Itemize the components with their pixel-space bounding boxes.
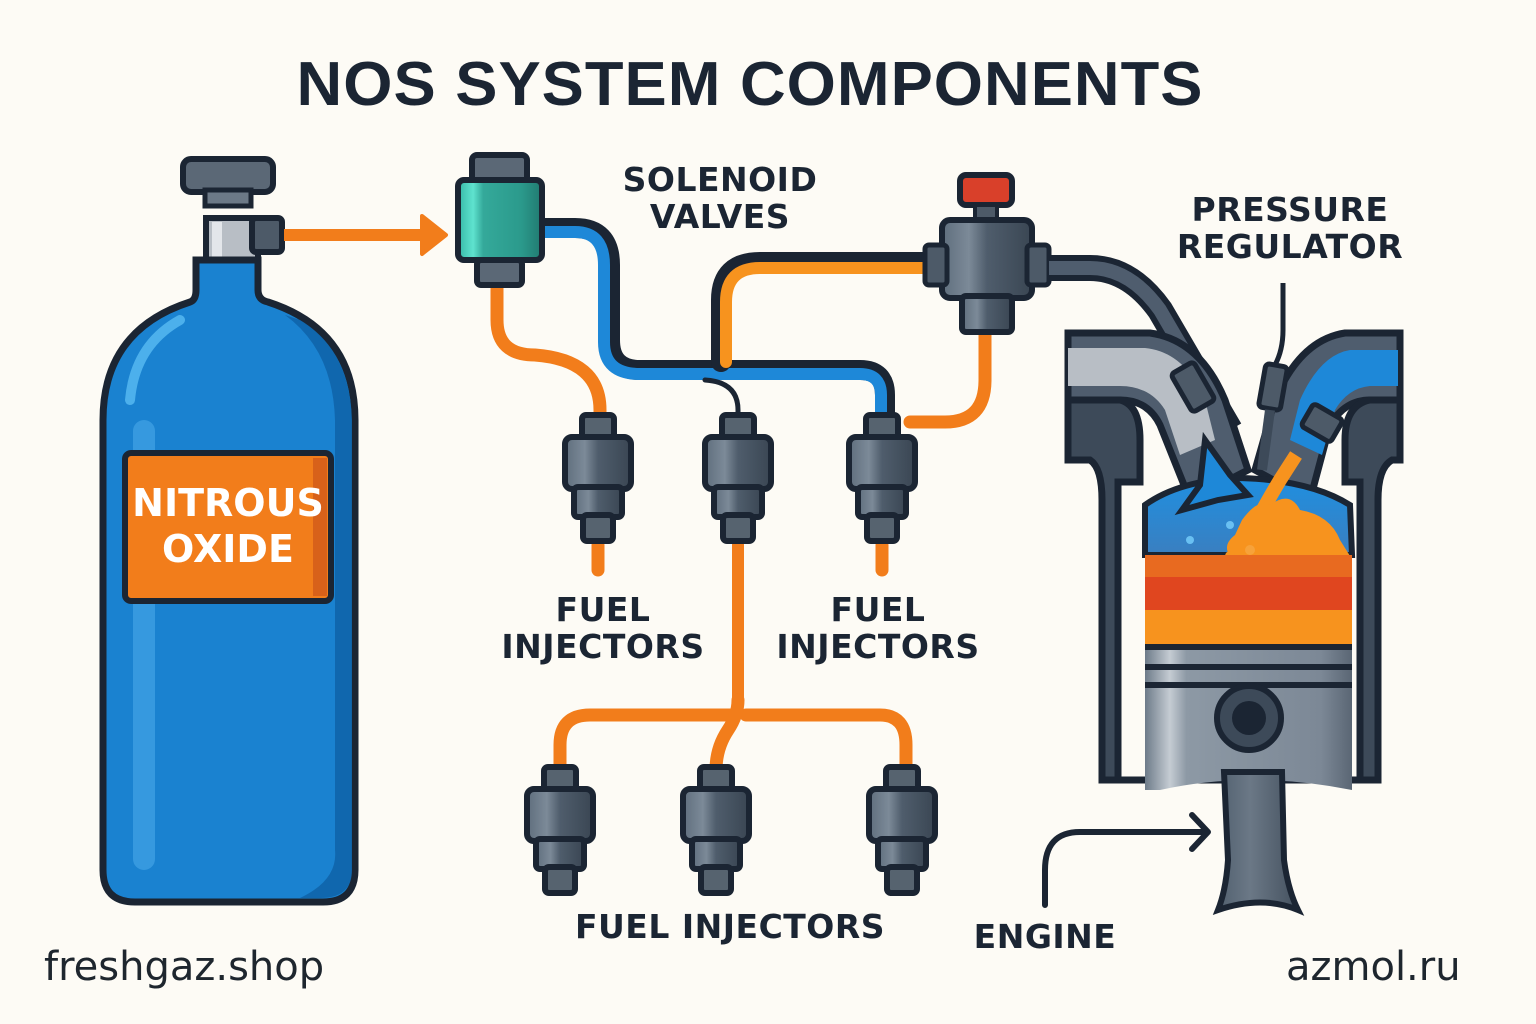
engine-pointer-arrow bbox=[1042, 812, 1211, 908]
fuel-injector bbox=[846, 412, 918, 544]
fuel-injector bbox=[702, 412, 774, 544]
label-fuel-injectors-left: FUEL INJECTORS bbox=[501, 590, 705, 666]
watermark-left: freshgaz.shop bbox=[44, 944, 325, 990]
page-title: NOS SYSTEM COMPONENTS bbox=[296, 50, 1204, 119]
solenoid-valve bbox=[455, 152, 545, 288]
connecting-rod bbox=[1212, 769, 1305, 916]
tank-outlet-fitting bbox=[249, 215, 285, 255]
pressure-regulator bbox=[922, 172, 1242, 437]
fuel-injector bbox=[866, 764, 938, 896]
fuel-lines bbox=[490, 218, 992, 777]
line-manifold-left bbox=[553, 708, 737, 777]
label-fuel-injectors-bottom: FUEL INJECTORS bbox=[574, 907, 886, 946]
line-solenoid-to-left-injector bbox=[490, 275, 607, 427]
line-solenoid-blue bbox=[539, 226, 887, 426]
fuel-injector bbox=[562, 412, 634, 544]
nitrous-tank bbox=[99, 156, 359, 906]
fuel-injector bbox=[524, 764, 596, 896]
label-pressure-regulator: PRESSURE REGULATOR bbox=[1176, 190, 1404, 266]
piston bbox=[1145, 650, 1352, 790]
fuel-injectors-upper bbox=[562, 412, 918, 544]
engine-cylinder bbox=[1064, 283, 1404, 916]
tank-label-text: NITROUS OXIDE bbox=[132, 481, 324, 571]
fuel-injector bbox=[680, 764, 752, 896]
label-engine: ENGINE bbox=[973, 917, 1117, 956]
line-manifold-center bbox=[709, 693, 745, 777]
tank-label-plate bbox=[122, 450, 334, 604]
watermark-right: azmol.ru bbox=[1286, 944, 1461, 990]
label-fuel-injectors-right: FUEL INJECTORS bbox=[776, 590, 980, 666]
fuel-injectors-lower bbox=[524, 764, 938, 896]
line-regulator-to-right-injector bbox=[903, 323, 992, 429]
regulator-red-cap bbox=[957, 172, 1015, 208]
combustion-flame-red bbox=[1145, 577, 1352, 610]
tank-valve-knob bbox=[180, 156, 276, 195]
line-manifold-right bbox=[739, 708, 913, 777]
flow-arrow-tank-to-solenoid bbox=[284, 214, 448, 256]
combustion-flame-orange bbox=[1145, 610, 1352, 644]
line-regulator-orange bbox=[720, 262, 931, 368]
label-solenoid-valves: SOLENOID VALVES bbox=[622, 160, 818, 236]
